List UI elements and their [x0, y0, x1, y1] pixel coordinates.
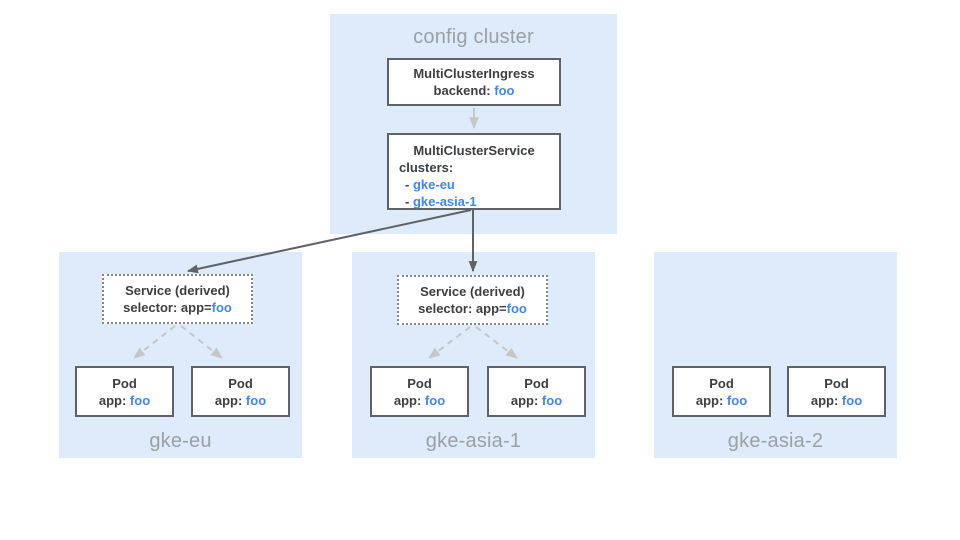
multiclusterservice-box: MultiClusterService clusters: - gke-eu -…	[387, 133, 561, 210]
pod-box: Pod app: foo	[672, 366, 771, 417]
pod-app: app: foo	[696, 392, 747, 409]
service-derived-box-gke-asia-1: Service (derived) selector: app=foo	[397, 275, 548, 325]
selector-label: selector: app=	[123, 300, 212, 315]
multiclusteringress-backend: backend: foo	[434, 82, 515, 99]
multiclusterservice-title: MultiClusterService	[413, 143, 535, 158]
app-value: foo	[841, 392, 863, 408]
app-value: foo	[129, 392, 151, 408]
cluster-panel-gke-asia-1: gke-asia-1	[352, 252, 595, 458]
cluster-label-gke-asia-2: gke-asia-2	[727, 430, 824, 452]
selector-value: foo	[211, 300, 232, 315]
app-label: app:	[810, 392, 839, 408]
pod-box: Pod app: foo	[487, 366, 586, 417]
pod-title: Pod	[709, 375, 734, 391]
cluster-panel-gke-asia-2: gke-asia-2	[654, 252, 897, 458]
pod-box: Pod app: foo	[75, 366, 174, 417]
pod-box: Pod app: foo	[191, 366, 290, 417]
pod-app: app: foo	[511, 392, 562, 409]
app-label: app:	[695, 392, 724, 408]
app-label: app:	[393, 392, 422, 408]
backend-label: backend:	[433, 83, 491, 98]
app-label: app:	[214, 392, 243, 408]
cluster-list-item: - gke-asia-1	[397, 193, 551, 210]
service-derived-box-gke-eu: Service (derived) selector: app=foo	[102, 274, 253, 324]
pod-app: app: foo	[394, 392, 445, 409]
pod-box: Pod app: foo	[787, 366, 886, 417]
pod-app: app: foo	[99, 392, 150, 409]
pod-title: Pod	[824, 375, 849, 391]
service-derived-title: Service (derived)	[125, 283, 230, 298]
selector-label: selector: app=	[418, 301, 507, 316]
multiclusteringress-title: MultiClusterIngress	[413, 66, 535, 81]
pod-title: Pod	[228, 375, 253, 391]
app-label: app:	[510, 392, 539, 408]
pod-title: Pod	[407, 375, 432, 391]
list-dash: -	[405, 177, 410, 192]
app-label: app:	[98, 392, 127, 408]
cluster-list-item: - gke-eu	[397, 176, 551, 193]
app-value: foo	[245, 392, 267, 408]
multiclusteringress-box: MultiClusterIngress backend: foo	[387, 58, 561, 106]
list-dash: -	[405, 194, 410, 209]
list-cluster-name: gke-asia-1	[412, 194, 477, 209]
cluster-label-gke-asia-1: gke-asia-1	[425, 430, 522, 452]
selector-value: foo	[506, 301, 527, 316]
service-selector: selector: app=foo	[418, 300, 527, 317]
config-cluster-label: config cluster	[413, 26, 534, 48]
service-selector: selector: app=foo	[123, 299, 232, 316]
pod-title: Pod	[112, 375, 137, 391]
app-value: foo	[541, 392, 563, 408]
pod-app: app: foo	[811, 392, 862, 409]
pod-title: Pod	[524, 375, 549, 391]
service-derived-title: Service (derived)	[420, 284, 525, 299]
list-cluster-name: gke-eu	[412, 177, 455, 192]
pod-app: app: foo	[215, 392, 266, 409]
clusters-label: clusters:	[399, 160, 454, 175]
app-value: foo	[726, 392, 748, 408]
pod-box: Pod app: foo	[370, 366, 469, 417]
app-value: foo	[424, 392, 446, 408]
backend-value: foo	[494, 83, 515, 98]
cluster-label-gke-eu: gke-eu	[149, 430, 212, 452]
